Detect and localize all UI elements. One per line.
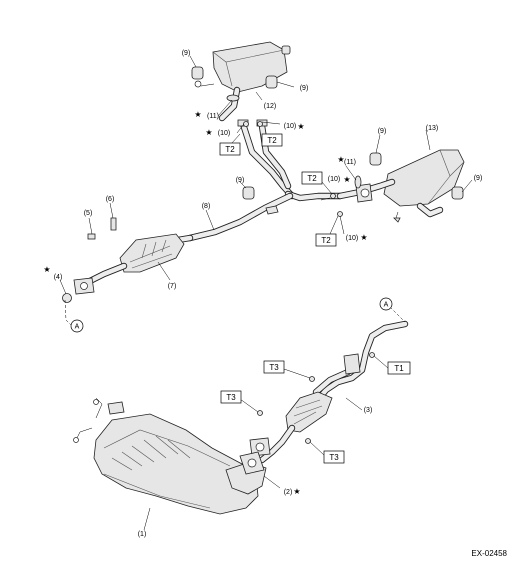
callout-12: (12) [264,103,276,110]
diagram-id: EX-02458 [471,549,507,558]
front-muffler [336,149,465,223]
callout-10-lower: (10) [346,235,358,242]
callout-9-far-right: (9) [474,175,483,182]
callout-4: (4) [54,274,63,281]
callout-11-left: (11) [207,113,219,120]
torque-t2-lower: T2 [321,236,331,245]
callout-9-top-left: (9) [182,50,191,57]
front-catalytic-converter [73,397,267,515]
star-icon: ★ [43,265,50,274]
callout-9-center: (9) [236,177,245,184]
callout-5: (5) [84,210,93,217]
torque-t3-upper: T3 [269,363,279,372]
callout-labels: (9) (9) (12) (11) (10) (10) (13) (9) (11… [54,50,483,538]
star-icon: ★ [194,110,201,119]
mid-catalytic-converter [73,233,194,295]
leader-lines [59,55,473,531]
callout-3: (3) [364,407,373,414]
torque-labels: T2 T2 T2 T2 T3 T1 T3 T3 [219,133,411,464]
torque-t3-middle: T3 [226,393,236,402]
callout-6: (6) [106,196,115,203]
star-icon: ★ [337,155,344,164]
star-icon: ★ [293,487,300,496]
star-icon: ★ [360,233,367,242]
callout-13: (13) [426,125,438,132]
torque-t3-lower: T3 [329,453,339,462]
torque-t2-upper-left: T2 [225,145,235,154]
torque-t1: T1 [394,364,404,373]
callout-7: (7) [168,283,177,290]
reference-markers: A A [70,297,393,333]
reference-a-right: A [384,302,389,309]
front-exhaust-pipe [249,320,409,464]
callout-11-right: (11) [344,159,356,166]
callout-1: (1) [138,531,147,538]
star-icon: ★ [297,122,304,131]
gaskets-and-nuts [62,94,375,444]
callout-10-center: (10) [328,176,340,183]
star-icon: ★ [205,128,212,137]
callout-10-upper-left: (10) [218,130,230,137]
callout-10-upper-right: (10) [284,123,296,130]
star-marks: ★ ★ ★ ★ ★ ★ ★ ★ [43,110,367,496]
star-icon: ★ [343,175,350,184]
torque-t2-center: T2 [307,174,317,183]
callout-9-top-right: (9) [300,85,309,92]
callout-2: (2) [284,489,293,496]
callout-9-front-muffler: (9) [378,128,387,135]
center-exhaust-pipe [186,119,344,242]
callout-8: (8) [202,203,211,210]
torque-t2-upper-right: T2 [267,136,277,145]
reference-a-lower-left: A [75,324,80,331]
rubber-hangers [191,66,464,200]
